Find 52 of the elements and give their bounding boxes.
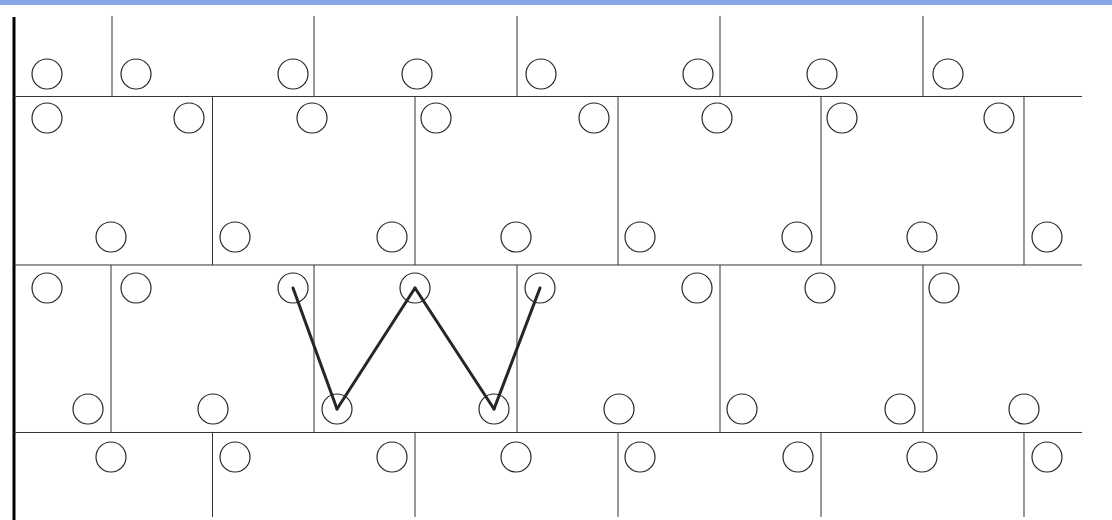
circle-marker [682, 58, 714, 90]
circle-marker [31, 272, 63, 304]
circle-marker [296, 102, 328, 134]
circle-marker [321, 393, 353, 425]
circle-marker [120, 58, 152, 90]
circle-marker [701, 102, 733, 134]
circle-marker [726, 393, 758, 425]
circle-marker [983, 102, 1015, 134]
circle-marker [1031, 221, 1063, 253]
circle-marker [1031, 441, 1063, 473]
circle-marker [804, 272, 836, 304]
line [291, 286, 339, 411]
circle-marker [781, 221, 813, 253]
circle-marker [376, 221, 408, 253]
circle-marker [603, 393, 635, 425]
circle-marker [376, 441, 408, 473]
circle-marker [420, 102, 452, 134]
circle-marker [399, 272, 431, 304]
circle-marker [932, 58, 964, 90]
circle-marker [95, 221, 127, 253]
circle-marker [401, 58, 433, 90]
circle-marker [1008, 393, 1040, 425]
circle-marker [31, 58, 63, 90]
circle-marker [277, 272, 309, 304]
circle-marker [197, 393, 229, 425]
circle-marker [31, 102, 63, 134]
line [413, 286, 496, 411]
circle-marker [681, 272, 713, 304]
circle-marker [806, 58, 838, 90]
circle-marker [906, 441, 938, 473]
circle-marker [120, 272, 152, 304]
circle-marker [928, 272, 960, 304]
circle-marker [173, 102, 205, 134]
circle-marker [884, 393, 916, 425]
circle-marker [500, 441, 532, 473]
circle-marker [72, 393, 104, 425]
circle-marker [525, 58, 557, 90]
circle-marker [524, 272, 556, 304]
circle-marker [500, 221, 532, 253]
circle-marker [624, 221, 656, 253]
circle-marker [624, 441, 656, 473]
circle-marker [219, 221, 251, 253]
line [492, 286, 542, 411]
circle-marker [906, 221, 938, 253]
circle-marker [219, 441, 251, 473]
circle-marker [95, 441, 127, 473]
circle-marker [578, 102, 610, 134]
circle-marker [826, 102, 858, 134]
circle-marker [782, 441, 814, 473]
circle-marker [277, 58, 309, 90]
line [335, 286, 417, 411]
circle-marker [478, 393, 510, 425]
